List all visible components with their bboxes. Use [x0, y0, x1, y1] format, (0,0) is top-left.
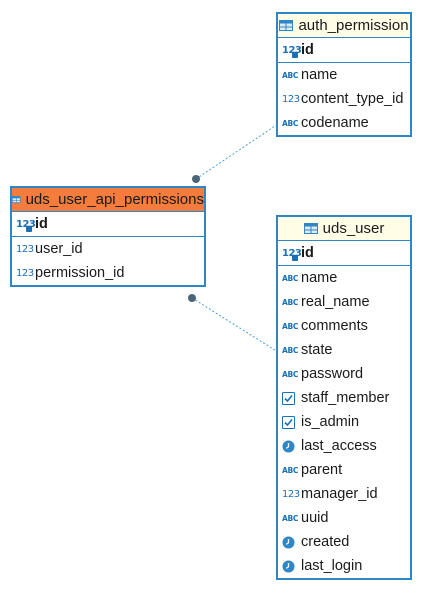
column-name: user_id [35, 241, 83, 257]
boolean-checkbox-icon [282, 391, 298, 405]
column-row-created[interactable]: created [278, 530, 410, 554]
table-uds-user[interactable]: uds_user 123 id ABC name ABC real_name A… [276, 215, 412, 580]
column-name: state [301, 342, 333, 358]
column-row-name[interactable]: ABC name [278, 63, 410, 87]
text-type-icon: ABC [282, 513, 299, 523]
table-header[interactable]: uds_user_api_permissions [12, 188, 204, 212]
table-icon [303, 223, 318, 234]
column-name: real_name [301, 294, 370, 310]
table-header[interactable]: uds_user [278, 217, 410, 241]
column-row-permission-id[interactable]: 123 permission_id [12, 261, 204, 285]
columns-section: 123 user_id 123 permission_id [12, 237, 204, 285]
column-row-name[interactable]: ABC name [278, 266, 410, 290]
column-row-id[interactable]: 123 id [12, 212, 204, 236]
column-row-id[interactable]: 123 id [278, 38, 410, 62]
text-type-icon: ABC [282, 465, 299, 475]
pk-section: 123 id [278, 241, 410, 266]
fk-connector-user[interactable] [191, 297, 279, 353]
column-name: parent [301, 462, 343, 478]
text-type-icon: ABC [282, 345, 299, 355]
table-title: auth_permission [298, 17, 409, 34]
column-name: id [35, 216, 48, 232]
columns-section: ABC name 123 content_type_id ABC codenam… [278, 63, 410, 135]
numeric-type-icon: 123 [282, 488, 300, 500]
column-row-manager-id[interactable]: 123 manager_id [278, 482, 410, 506]
table-uds-user-api-permissions[interactable]: uds_user_api_permissions 123 id 123 user… [10, 186, 206, 287]
column-row-id[interactable]: 123 id [278, 241, 410, 265]
column-name: id [301, 42, 314, 58]
numeric-key-icon: 123 [282, 43, 302, 58]
text-type-icon: ABC [282, 118, 299, 128]
column-row-last-access[interactable]: last_access [278, 434, 410, 458]
column-row-real-name[interactable]: ABC real_name [278, 290, 410, 314]
text-type-icon: ABC [282, 273, 299, 283]
fk-endpoint-dot-user [188, 294, 196, 302]
datetime-clock-icon [282, 559, 298, 573]
text-type-icon: ABC [282, 70, 299, 80]
fk-connector-permission[interactable] [195, 123, 279, 180]
datetime-clock-icon [282, 535, 298, 549]
column-name: uuid [301, 510, 329, 526]
column-row-password[interactable]: ABC password [278, 362, 410, 386]
column-name: is_admin [301, 414, 360, 430]
column-row-uuid[interactable]: ABC uuid [278, 506, 410, 530]
table-header[interactable]: auth_permission [278, 14, 410, 38]
column-name: last_access [301, 438, 377, 454]
column-row-user-id[interactable]: 123 user_id [12, 237, 204, 261]
column-row-content-type-id[interactable]: 123 content_type_id [278, 87, 410, 111]
fk-endpoint-dot-permission [192, 175, 200, 183]
text-type-icon: ABC [282, 321, 299, 331]
numeric-type-icon: 123 [282, 93, 300, 105]
column-name: manager_id [301, 486, 378, 502]
column-name: last_login [301, 558, 363, 574]
boolean-checkbox-icon [282, 415, 298, 429]
numeric-key-icon: 123 [16, 217, 36, 232]
table-title: uds_user [322, 220, 385, 237]
column-name: id [301, 245, 314, 261]
column-row-staff-member[interactable]: staff_member [278, 386, 410, 410]
numeric-type-icon: 123 [16, 243, 34, 255]
column-name: permission_id [35, 265, 125, 281]
column-name: name [301, 67, 338, 83]
table-icon [12, 196, 21, 203]
column-name: created [301, 534, 350, 550]
text-type-icon: ABC [282, 369, 299, 379]
text-type-icon: ABC [282, 297, 299, 307]
numeric-key-icon: 123 [282, 246, 302, 261]
column-name: codename [301, 115, 369, 131]
column-name: staff_member [301, 390, 390, 406]
datetime-clock-icon [282, 439, 298, 453]
column-name: content_type_id [301, 91, 404, 107]
columns-section: ABC name ABC real_name ABC comments ABC … [278, 266, 410, 578]
column-row-state[interactable]: ABC state [278, 338, 410, 362]
pk-section: 123 id [12, 212, 204, 237]
column-row-parent[interactable]: ABC parent [278, 458, 410, 482]
column-name: password [301, 366, 364, 382]
numeric-type-icon: 123 [16, 267, 34, 279]
table-auth-permission[interactable]: auth_permission 123 id ABC name 123 cont… [276, 12, 412, 137]
column-name: comments [301, 318, 368, 334]
table-icon [279, 20, 294, 31]
column-row-is-admin[interactable]: is_admin [278, 410, 410, 434]
column-name: name [301, 270, 338, 286]
column-row-last-login[interactable]: last_login [278, 554, 410, 578]
pk-section: 123 id [278, 38, 410, 63]
table-title: uds_user_api_permissions [25, 191, 204, 208]
column-row-codename[interactable]: ABC codename [278, 111, 410, 135]
column-row-comments[interactable]: ABC comments [278, 314, 410, 338]
